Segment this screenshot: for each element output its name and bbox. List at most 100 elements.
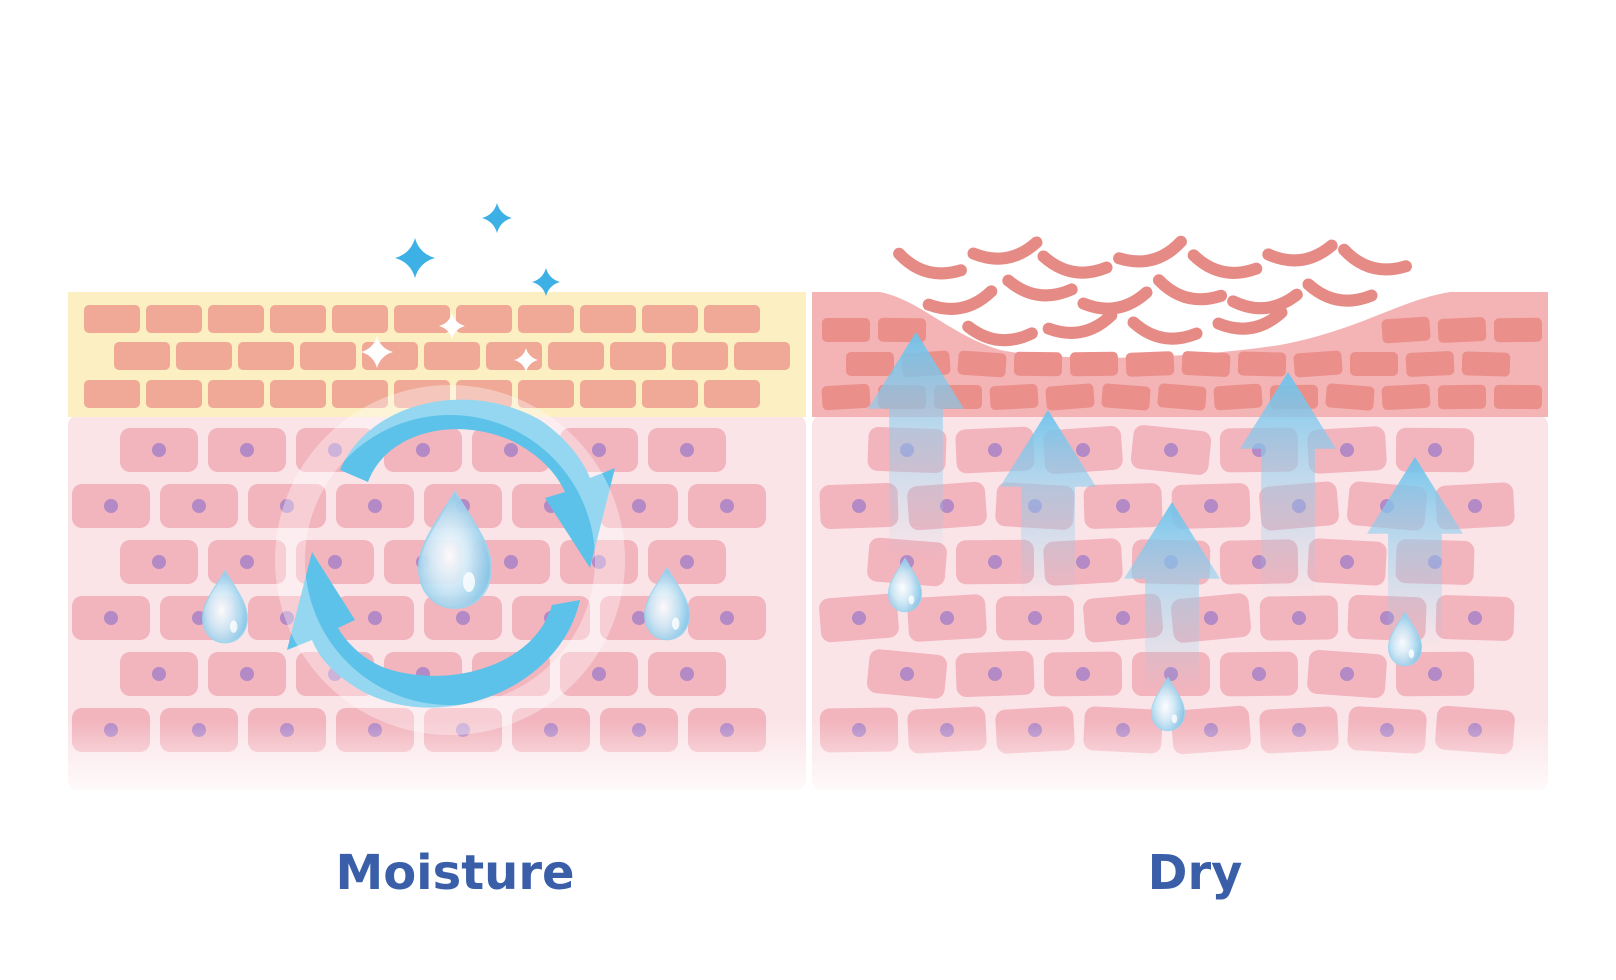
skin-cell — [1130, 425, 1212, 475]
damaged-brick-shape — [1381, 383, 1431, 411]
cell-nucleus — [940, 499, 954, 513]
damaged-brick — [1325, 383, 1375, 411]
damaged-brick-shape — [1325, 383, 1375, 411]
cell-nucleus — [680, 667, 694, 681]
cell-nucleus — [900, 667, 914, 681]
damaged-brick — [989, 383, 1039, 411]
barrier-brick — [704, 305, 760, 333]
arrow-shape — [868, 332, 964, 560]
skin-cell — [208, 540, 286, 584]
skin-flake-icon — [1037, 250, 1113, 279]
skin-cell — [336, 596, 414, 640]
skin-cell — [1083, 483, 1163, 529]
arrow-shape — [1000, 410, 1096, 600]
cell-nucleus — [1076, 443, 1090, 457]
skin-cell — [648, 540, 726, 584]
cell-nucleus — [1164, 443, 1178, 457]
damaged-brick-shape — [845, 351, 895, 377]
cell-nucleus — [152, 667, 166, 681]
skin-flake-icon — [1077, 286, 1153, 315]
damaged-brick-shape — [1013, 351, 1063, 377]
damaged-brick — [1461, 351, 1511, 377]
sparkle-icon — [439, 313, 465, 339]
damaged-brick-shape — [1350, 352, 1398, 376]
barrier-brick — [642, 380, 698, 408]
skin-cell — [1435, 482, 1515, 530]
skin-cell — [1259, 595, 1339, 641]
water-drop-icon — [887, 557, 923, 613]
cell-nucleus — [1028, 611, 1042, 625]
barrier-brick — [486, 342, 542, 370]
cell-nucleus — [940, 611, 954, 625]
cell-nucleus — [328, 555, 342, 569]
cell-nucleus — [1076, 555, 1090, 569]
skin-cell — [995, 595, 1075, 641]
cell-nucleus — [104, 611, 118, 625]
cell-nucleus — [1340, 443, 1354, 457]
damaged-brick — [957, 350, 1007, 378]
cell-nucleus — [240, 555, 254, 569]
skin-cell — [208, 652, 286, 696]
barrier-brick — [734, 342, 790, 370]
skin-cell — [120, 428, 198, 472]
barrier-brick — [208, 305, 264, 333]
water-drop-icon — [644, 566, 690, 641]
sparkle-icon — [482, 203, 512, 233]
cell-nucleus — [592, 555, 606, 569]
skin-flake-icon — [1127, 316, 1203, 345]
barrier-brick — [548, 342, 604, 370]
damaged-brick — [1493, 384, 1543, 410]
damaged-brick-shape — [989, 383, 1039, 411]
cell-nucleus — [1116, 499, 1130, 513]
damaged-brick — [1493, 317, 1543, 343]
cell-nucleus — [632, 499, 646, 513]
skin-cell — [1083, 593, 1163, 643]
cell-nucleus — [152, 443, 166, 457]
skin-cell — [819, 482, 899, 530]
skin-cell — [1395, 651, 1475, 697]
barrier-brick — [270, 380, 326, 408]
skin-cell — [1219, 651, 1299, 697]
arrow-shape — [1124, 502, 1220, 690]
cell-nucleus — [1204, 611, 1218, 625]
up-arrow-icon — [1367, 457, 1463, 650]
barrier-brick — [84, 380, 140, 408]
barrier-brick — [580, 380, 636, 408]
barrier-brick — [238, 342, 294, 370]
cell-nucleus — [852, 499, 866, 513]
cell-nucleus — [592, 667, 606, 681]
damaged-brick — [1125, 351, 1175, 377]
arrow-shape — [1367, 457, 1463, 650]
skin-cell — [648, 428, 726, 472]
skin-flake-icon — [1338, 243, 1412, 276]
barrier-brick — [456, 305, 512, 333]
skin-cell — [120, 540, 198, 584]
skin-flake-icon — [1042, 309, 1118, 339]
skin-cell — [336, 484, 414, 528]
barrier-brick — [84, 305, 140, 333]
damaged-brick — [1069, 351, 1119, 377]
skin-flake-icon — [967, 236, 1043, 265]
cell-nucleus — [988, 555, 1002, 569]
cell-nucleus — [416, 443, 430, 457]
skin-flake-icon — [962, 320, 1038, 347]
cell-nucleus — [680, 443, 694, 457]
bottom-fade — [60, 720, 1560, 800]
damaged-brick — [821, 317, 871, 343]
arrow-shape — [1240, 372, 1336, 600]
skin-cell — [1395, 427, 1475, 473]
barrier-brick — [146, 380, 202, 408]
barrier-brick — [672, 342, 728, 370]
drop-highlight — [1408, 649, 1415, 659]
barrier-brick — [114, 342, 170, 370]
skin-cell — [866, 649, 948, 699]
damaged-brick — [1237, 351, 1287, 377]
skin-cell — [120, 652, 198, 696]
damaged-brick — [1350, 352, 1398, 376]
skin-cell — [160, 484, 238, 528]
damaged-brick-shape — [1069, 351, 1119, 377]
cell-nucleus — [1292, 611, 1306, 625]
cell-nucleus — [152, 555, 166, 569]
barrier-brick — [610, 342, 666, 370]
skin-cell — [819, 593, 899, 643]
